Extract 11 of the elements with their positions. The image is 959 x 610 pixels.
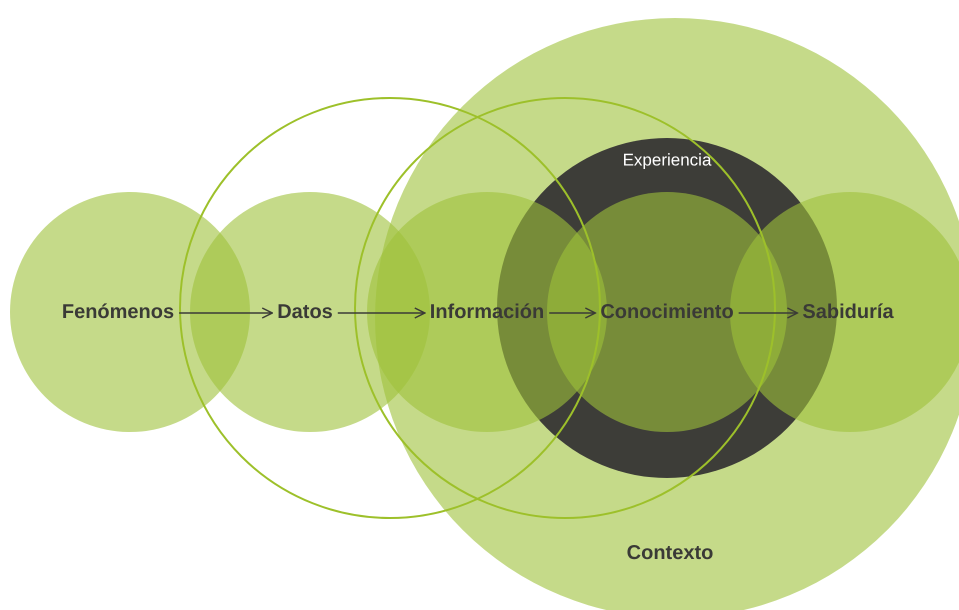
- context-label: Contexto: [626, 543, 714, 563]
- stage-label: Fenómenos: [62, 302, 174, 322]
- arrow: [549, 307, 596, 319]
- arrow: [179, 307, 273, 319]
- stage-label: Información: [430, 302, 544, 322]
- stage-label: Datos: [277, 302, 333, 322]
- experience-label: Experiencia: [622, 152, 712, 168]
- stage-label: Sabiduría: [802, 302, 894, 322]
- arrow: [338, 307, 426, 319]
- stage-label: Conocimiento: [600, 302, 734, 322]
- arrow: [738, 307, 798, 319]
